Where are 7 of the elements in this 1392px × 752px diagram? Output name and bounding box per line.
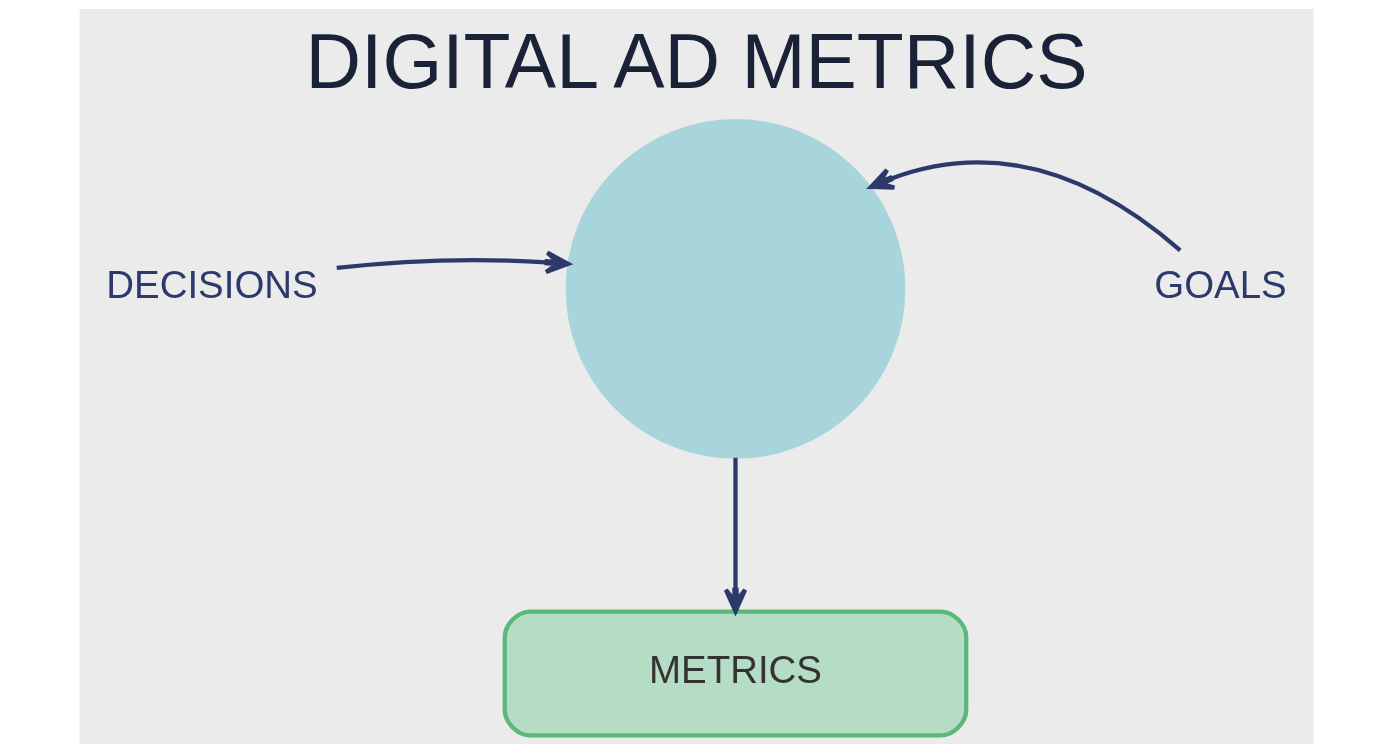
- arrow: [868, 159, 1182, 252]
- node-circle: [565, 118, 905, 459]
- diagram-title: DIGITAL AD METRICS: [305, 17, 1087, 104]
- node-box: METRICS: [502, 608, 968, 738]
- arrow: [336, 250, 570, 274]
- node-text: GOALS: [1153, 262, 1287, 306]
- node-text: DECISIONS: [105, 262, 318, 306]
